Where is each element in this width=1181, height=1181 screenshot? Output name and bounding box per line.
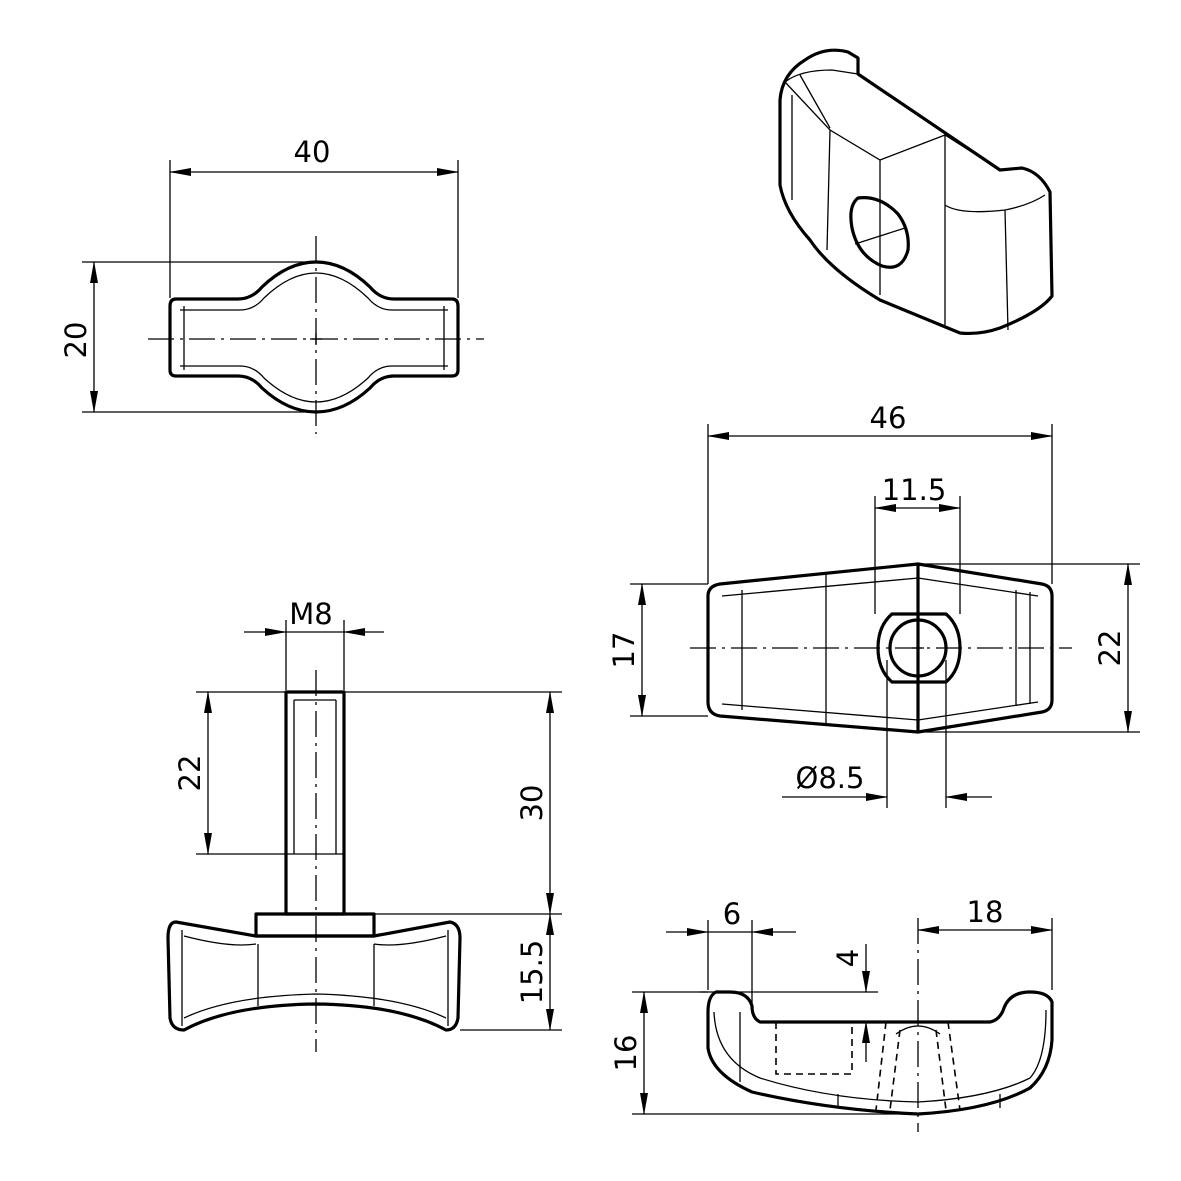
front-screw-collar <box>254 912 376 938</box>
isometric-view <box>778 48 1054 336</box>
dim-label-6: 6 <box>723 897 741 931</box>
iso-hole <box>849 195 910 269</box>
dim-label-30: 30 <box>515 785 549 822</box>
dim-label-4: 4 <box>831 949 865 967</box>
dim-label-15-5: 15.5 <box>515 940 549 1005</box>
dim-label-22-front: 22 <box>173 755 207 792</box>
dim-label-20: 20 <box>59 322 93 359</box>
dim-label-40: 40 <box>294 135 331 169</box>
side-view-outline <box>706 562 1054 734</box>
front-head-outline <box>166 920 462 1032</box>
dim-label-16: 16 <box>609 1035 643 1072</box>
dim-label-46: 46 <box>870 401 907 435</box>
dim-label-d8-5: Ø8.5 <box>796 761 865 795</box>
side-view: 46 11.5 17 22 Ø8.5 <box>607 401 1140 808</box>
top-view-outline <box>168 260 460 414</box>
dim-label-18: 18 <box>967 895 1004 929</box>
dim-label-17: 17 <box>607 632 641 669</box>
iso-edges <box>784 69 1046 331</box>
top-view: 40 20 <box>59 135 484 434</box>
dim-label-22-side: 22 <box>1093 630 1127 667</box>
front-screw-shank <box>284 690 346 916</box>
top-view-inner-edge <box>180 272 448 403</box>
iso-outline <box>778 48 1054 336</box>
dim-label-m8: M8 <box>289 597 332 631</box>
section-view-outline <box>706 990 1054 1116</box>
dim-label-11-5: 11.5 <box>882 473 947 507</box>
section-view: 6 18 4 16 <box>609 895 1054 1132</box>
front-view: M8 22 30 15.5 <box>166 597 562 1052</box>
